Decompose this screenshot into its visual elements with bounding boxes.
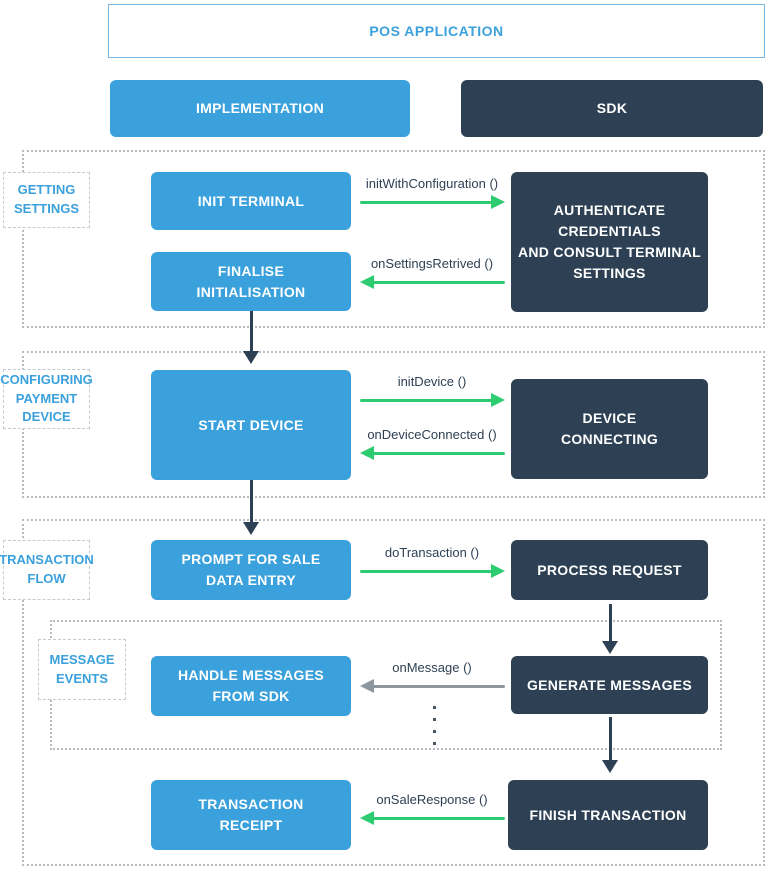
- do-transaction-arrow: [360, 564, 505, 578]
- start-device-node: START DEVICE: [151, 370, 351, 480]
- getting-settings-section-border: [22, 150, 765, 328]
- process-request-node: PROCESS REQUEST: [511, 540, 708, 600]
- authenticate-credentials-node: AUTHENTICATE CREDENTIALS AND CONSULT TER…: [511, 172, 708, 312]
- finalise-to-start-device-arrow: [242, 311, 260, 364]
- message-repeat-ellipsis: [433, 706, 436, 745]
- prompt-for-sale-node: PROMPT FOR SALE DATA ENTRY: [151, 540, 351, 600]
- generate-messages-node: GENERATE MESSAGES: [511, 656, 708, 714]
- transaction-flow-section-label: TRANSACTION FLOW: [0, 540, 94, 600]
- on-sale-response-call-label: onSaleResponse (): [376, 792, 488, 807]
- on-device-connected-call-label: onDeviceConnected (): [367, 427, 497, 442]
- on-message-call-label: onMessage (): [392, 660, 472, 675]
- init-device-call-label: initDevice (): [397, 374, 467, 389]
- on-settings-retrived-call-label: onSettingsRetrived (): [370, 256, 494, 271]
- on-settings-retrived-arrow: [360, 275, 505, 289]
- sdk-column-header: SDK: [461, 80, 763, 137]
- device-connecting-node: DEVICE CONNECTING: [511, 379, 708, 479]
- configuring-payment-device-section-label: CONFIGURING PAYMENT DEVICE: [0, 369, 93, 429]
- init-with-configuration-call-label: initWithConfiguration (): [365, 176, 499, 191]
- message-events-section-label: MESSAGE EVENTS: [38, 639, 126, 700]
- generate-to-finish-arrow: [601, 717, 619, 773]
- on-message-arrow: [360, 679, 505, 693]
- pos-application-header: POS APPLICATION: [108, 4, 765, 58]
- do-transaction-call-label: doTransaction (): [384, 545, 480, 560]
- transaction-flow-section-border: [22, 519, 765, 866]
- getting-settings-section-label: GETTING SETTINGS: [3, 172, 90, 228]
- init-device-arrow: [360, 393, 505, 407]
- start-device-to-prompt-arrow: [242, 480, 260, 535]
- finish-transaction-node: FINISH TRANSACTION: [508, 780, 708, 850]
- implementation-column-header: IMPLEMENTATION: [110, 80, 410, 137]
- on-device-connected-arrow: [360, 446, 505, 460]
- init-with-configuration-arrow: [360, 195, 505, 209]
- finalise-initialisation-node: FINALISE INITIALISATION: [151, 252, 351, 311]
- process-to-generate-arrow: [601, 604, 619, 654]
- handle-messages-node: HANDLE MESSAGES FROM SDK: [151, 656, 351, 716]
- init-terminal-node: INIT TERMINAL: [151, 172, 351, 230]
- transaction-receipt-node: TRANSACTION RECEIPT: [151, 780, 351, 850]
- on-sale-response-arrow: [360, 811, 505, 825]
